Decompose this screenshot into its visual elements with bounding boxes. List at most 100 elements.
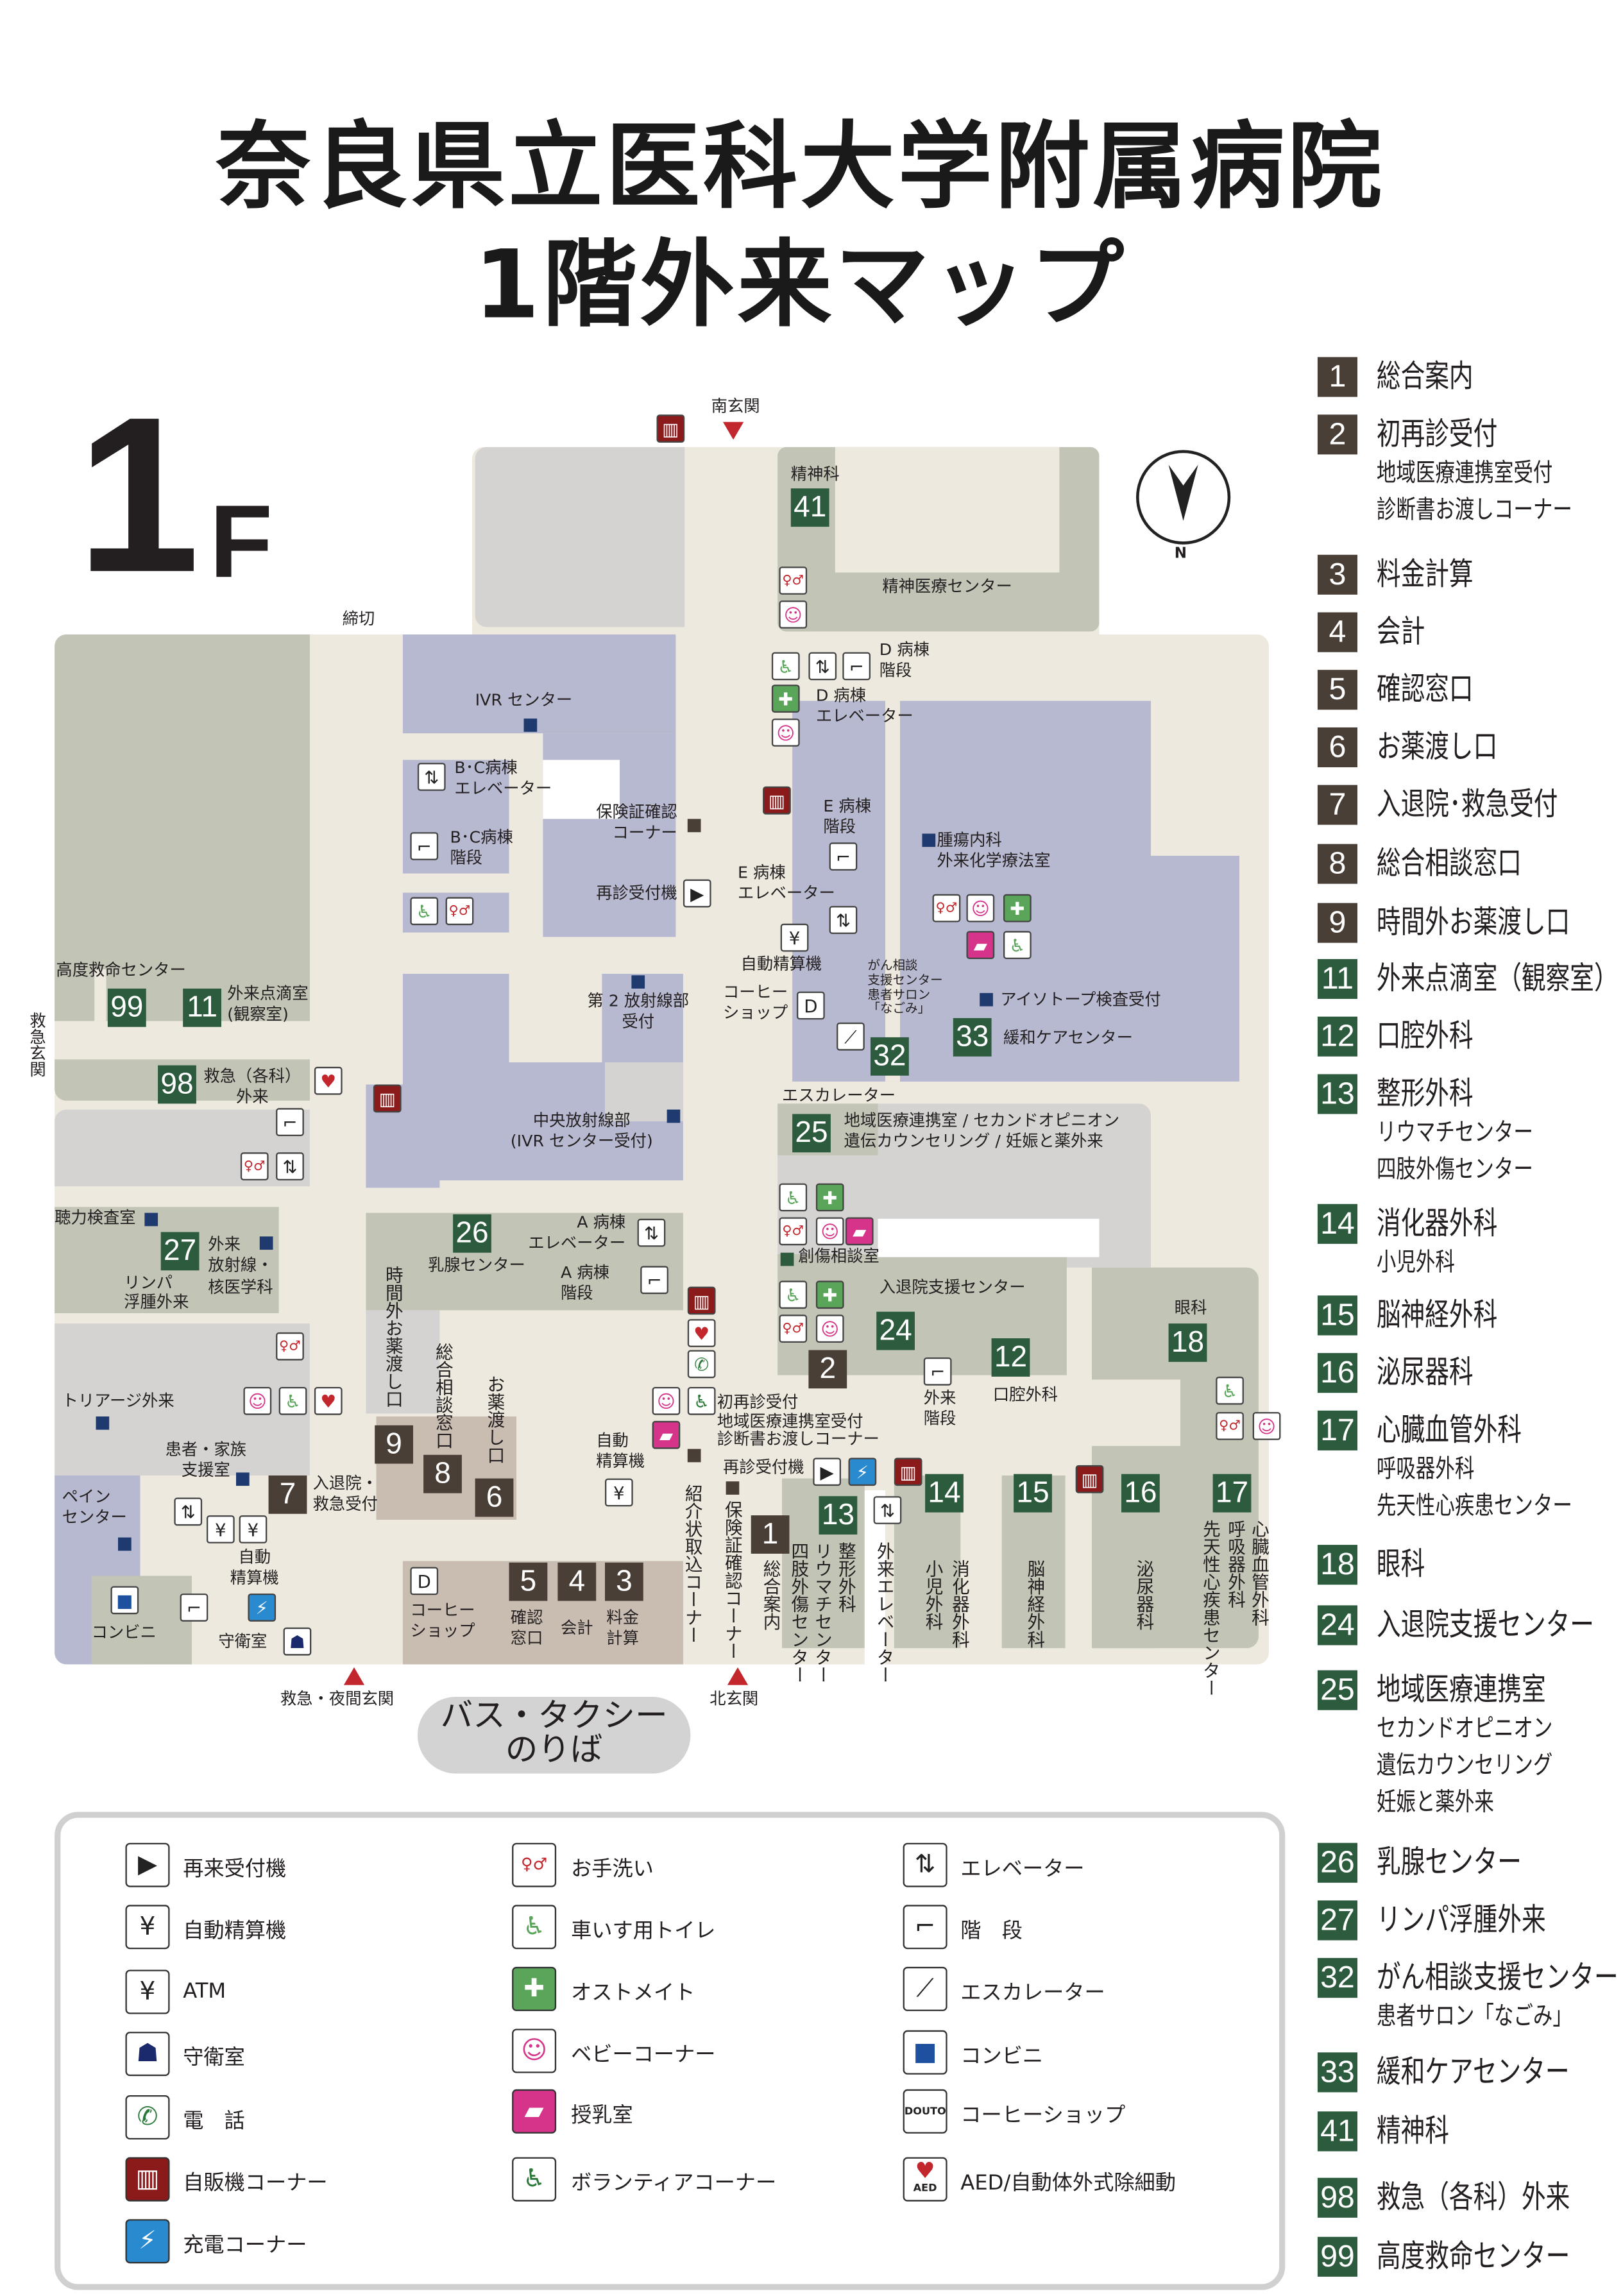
restroom-icon[interactable]: ♀♂ <box>1216 1412 1244 1440</box>
auto-payment-machine-icon[interactable]: ¥ <box>780 923 809 952</box>
elevator-icon[interactable]: ⇅ <box>873 1496 902 1524</box>
legend-label: 心臓血管外科 <box>1376 1412 1522 1448</box>
stairs-icon[interactable]: ⌐ <box>829 842 858 871</box>
baby-corner-icon[interactable]: ☺ <box>815 1314 844 1343</box>
label-second-radiology: 第 2 放射線部 受付 <box>587 991 690 1032</box>
label-outpatient-elevator: 外来エレベーター <box>874 1542 896 1684</box>
location-marker-square <box>687 1449 701 1463</box>
baby-corner-icon[interactable]: ☺ <box>1252 1412 1281 1440</box>
location-marker-square <box>667 1109 681 1123</box>
restroom-icon[interactable]: ♀♂ <box>445 897 474 926</box>
emergency-entrance-marker <box>343 1667 365 1685</box>
aed-icon[interactable]: ♥ <box>687 1319 716 1347</box>
stairs-icon[interactable]: ⌐ <box>276 1108 304 1136</box>
wheelchair-toilet-icon[interactable]: ♿ <box>779 1280 808 1309</box>
elevator-icon[interactable]: ⇅ <box>637 1218 666 1247</box>
charging-icon[interactable]: ⚡ <box>248 1594 276 1622</box>
telephone-icon[interactable]: ✆ <box>687 1350 716 1379</box>
coffee-shop-icon[interactable]: D <box>410 1567 439 1595</box>
vending-machine-icon[interactable]: ▥ <box>687 1286 716 1315</box>
north-entrance-marker <box>727 1667 749 1685</box>
icon-legend-label: 授乳室 <box>571 2104 633 2128</box>
wheelchair-toilet-icon[interactable]: ♿ <box>410 897 439 926</box>
location-marker-square <box>96 1416 110 1430</box>
coffee-shop-icon[interactable]: D <box>797 991 825 1020</box>
stairs-icon[interactable]: ⌐ <box>640 1266 668 1295</box>
nursing-room-icon[interactable]: ▰ <box>652 1420 681 1449</box>
baby-corner-icon[interactable]: ☺ <box>779 600 808 629</box>
legend-number: 27 <box>1317 1900 1357 1941</box>
charging-icon[interactable]: ⚡ <box>848 1458 877 1486</box>
vending-machine-icon[interactable]: ▥ <box>763 786 791 815</box>
aed-icon: ♥AED <box>903 2157 947 2202</box>
ostomate-icon[interactable]: ✚ <box>815 1183 844 1212</box>
wheelchair-toilet-icon[interactable]: ♿ <box>1216 1376 1244 1405</box>
location-marker-square <box>144 1212 158 1227</box>
restroom-icon[interactable]: ♀♂ <box>779 566 808 595</box>
baby-corner-icon[interactable]: ☺ <box>243 1387 272 1415</box>
restroom-icon[interactable]: ♀♂ <box>779 1217 808 1246</box>
label-information: 総合案内 <box>761 1560 782 1631</box>
escalator-icon[interactable]: ⟋ <box>837 1022 865 1051</box>
baby-corner-icon[interactable]: ☺ <box>966 894 995 923</box>
security-guard-icon[interactable]: ☗ <box>283 1627 312 1656</box>
label-closed: 締切 <box>342 609 375 629</box>
wheelchair-toilet-icon[interactable]: ♿ <box>1003 931 1032 959</box>
wheelchair-toilet-icon[interactable]: ♿ <box>278 1387 307 1415</box>
vending-machine-icon[interactable]: ▥ <box>1075 1465 1104 1493</box>
room-number-marker: 8 <box>423 1454 462 1493</box>
aed-icon[interactable]: ♥ <box>314 1387 343 1415</box>
elevator-icon[interactable]: ⇅ <box>829 906 858 934</box>
elevator-icon[interactable]: ⇅ <box>174 1497 203 1526</box>
reception-machine-icon[interactable]: ▶ <box>683 879 711 908</box>
legend-label: 乳腺センター <box>1376 1844 1522 1880</box>
auto-payment-machine-icon[interactable]: ¥ <box>605 1478 633 1507</box>
elevator-icon[interactable]: ⇅ <box>417 763 446 791</box>
atm-icon[interactable]: ¥ <box>207 1515 235 1543</box>
stairs-icon[interactable]: ⌐ <box>180 1594 208 1622</box>
restroom-icon[interactable]: ♀♂ <box>276 1332 304 1361</box>
reception-machine-icon[interactable]: ▶ <box>813 1458 841 1486</box>
baby-corner-icon: ☺ <box>512 2028 557 2073</box>
icon-legend-label: 自動精算機 <box>183 1919 287 1944</box>
ostomate-icon[interactable]: ✚ <box>771 685 800 713</box>
label-cashier: 会計 <box>561 1619 593 1638</box>
legend-number: 13 <box>1317 1074 1357 1114</box>
room-number-marker: 18 <box>1168 1323 1207 1362</box>
label-a-stairs: A 病棟 階段 <box>561 1263 609 1304</box>
wheelchair-toilet-icon[interactable]: ♿ <box>779 1183 808 1212</box>
legend-number: 14 <box>1317 1203 1357 1244</box>
restroom-icon[interactable]: ♀♂ <box>240 1152 269 1180</box>
legend-number: 11 <box>1317 959 1357 999</box>
icon-legend-label: コーヒーショップ <box>960 2104 1126 2128</box>
wheelchair-toilet-icon[interactable]: ♿ <box>771 652 800 681</box>
ostomate-icon[interactable]: ✚ <box>1003 894 1032 923</box>
label-critical-care: 高度救命センター <box>56 960 186 980</box>
vending-machine-icon[interactable]: ▥ <box>373 1084 402 1113</box>
volunteer-corner-icon[interactable]: ♿ <box>687 1387 716 1415</box>
legend-number: 98 <box>1317 2177 1357 2218</box>
convenience-store-icon[interactable]: ■ <box>110 1586 139 1615</box>
nursing-room-icon[interactable]: ▰ <box>845 1217 874 1246</box>
nursing-room-icon[interactable]: ▰ <box>966 931 995 959</box>
atm-icon[interactable]: ¥ <box>239 1515 268 1543</box>
elevator-icon[interactable]: ⇅ <box>808 652 837 681</box>
vending-machine-icon[interactable]: ▥ <box>894 1458 922 1486</box>
aed-icon[interactable]: ♥ <box>314 1066 343 1095</box>
elevator-icon[interactable]: ⇅ <box>276 1152 304 1180</box>
baby-corner-icon[interactable]: ☺ <box>815 1217 844 1246</box>
restroom-icon[interactable]: ♀♂ <box>932 894 961 923</box>
baby-corner-icon[interactable]: ☺ <box>652 1387 681 1415</box>
baby-corner-icon[interactable]: ☺ <box>771 719 800 747</box>
restroom-icon[interactable]: ♀♂ <box>779 1314 808 1343</box>
legend-label: 料金計算 <box>1376 556 1474 592</box>
stairs-icon[interactable]: ⌐ <box>410 832 439 860</box>
stairs-icon[interactable]: ⌐ <box>923 1357 952 1386</box>
stairs-icon[interactable]: ⌐ <box>842 652 871 681</box>
vending-machine-icon[interactable]: ▥ <box>656 414 685 443</box>
label-insurance-check: 保険証確認 コーナー <box>596 803 677 843</box>
ostomate-icon[interactable]: ✚ <box>815 1280 844 1309</box>
